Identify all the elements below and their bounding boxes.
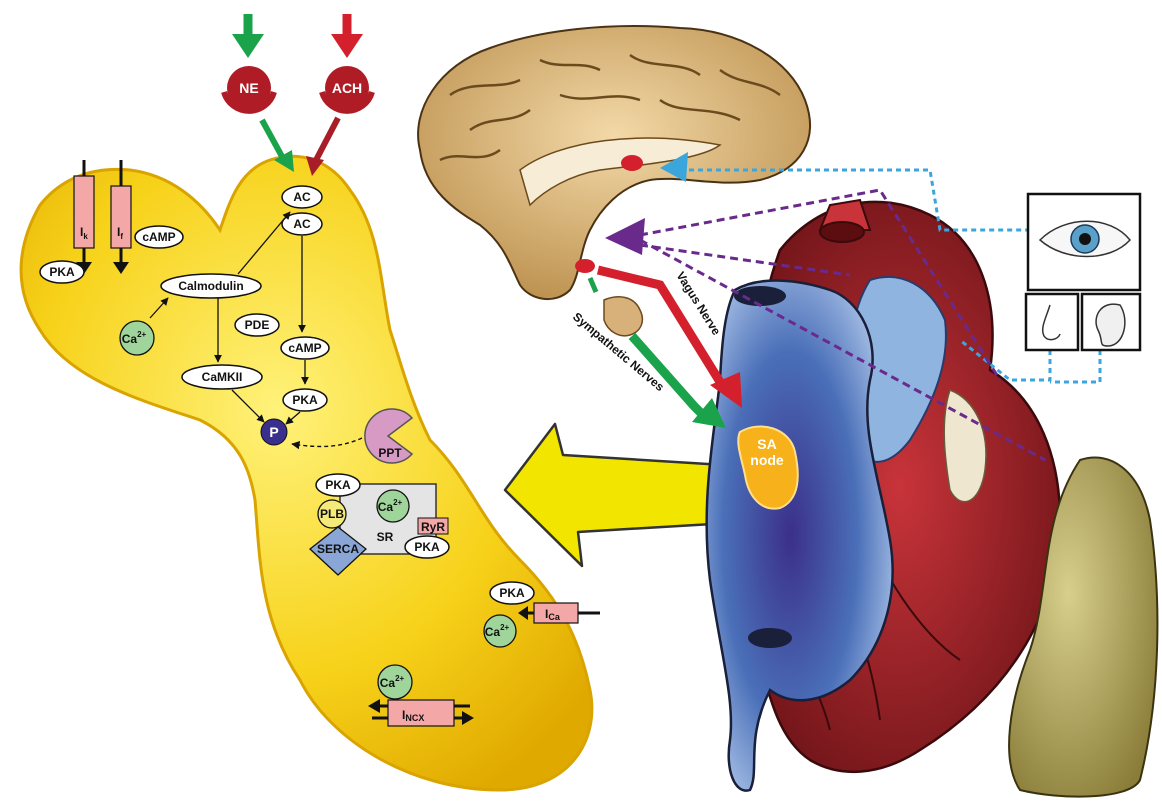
svg-text:PDE: PDE [245,318,270,332]
vagus-nerve: Vagus Nerve [598,269,742,408]
pka-sr: PKA [316,474,360,496]
medulla-nucleus [575,259,595,273]
svg-text:RyR: RyR [421,520,445,534]
svg-text:cAMP: cAMP [142,230,175,244]
svg-text:PKA: PKA [325,478,351,492]
camp-center: cAMP [281,337,329,359]
ca-sr: Ca2+ [377,490,409,522]
ach-input: ACH [306,14,372,176]
svg-text:Calmodulin: Calmodulin [178,279,243,293]
sr-label: SR [377,530,394,544]
svg-text:PPT: PPT [378,446,402,460]
sa-node-label-1: SA [757,436,776,452]
ne-input: NE [224,14,294,172]
vagus-nerve-label: Vagus Nerve [673,269,723,338]
ach-label: ACH [332,80,362,96]
svg-text:AC: AC [293,217,311,231]
ac-bottom: AC [282,213,322,235]
svg-text:PKA: PKA [49,265,75,279]
pde: PDE [235,314,279,336]
pka-left: PKA [40,261,84,283]
eye-panel [1028,194,1140,290]
ear-panel [1082,294,1140,350]
svg-text:cAMP: cAMP [288,341,321,355]
ca-left: Ca2+ [120,321,154,355]
pka-ica: PKA [490,582,534,604]
hypothalamus [621,155,643,171]
svg-text:PLB: PLB [320,507,344,521]
svg-text:AC: AC [293,190,311,204]
plb: PLB [318,500,346,528]
ac-top: AC [282,186,322,208]
phosphate: P [261,419,287,445]
ryr: RyR [418,518,448,534]
ne-label: NE [239,80,258,96]
camp-left: cAMP [135,226,183,248]
svg-text:PKA: PKA [414,540,440,554]
svg-text:CaMKII: CaMKII [202,370,243,384]
sa-node-label-2: node [750,452,784,468]
pka-center: PKA [283,389,327,411]
aorta-opening [820,222,864,242]
pka-ryr: PKA [405,536,449,558]
svg-text:PKA: PKA [292,393,318,407]
brain [418,26,810,299]
camkii: CaMKII [182,365,262,389]
svg-text:SERCA: SERCA [317,542,359,556]
nose-panel [1026,294,1078,350]
svg-text:P: P [269,424,278,440]
purple-arrowhead [605,218,645,255]
ca-ica: Ca2+ [484,615,516,647]
svg-text:PKA: PKA [499,586,525,600]
calmodulin: Calmodulin [161,274,261,298]
